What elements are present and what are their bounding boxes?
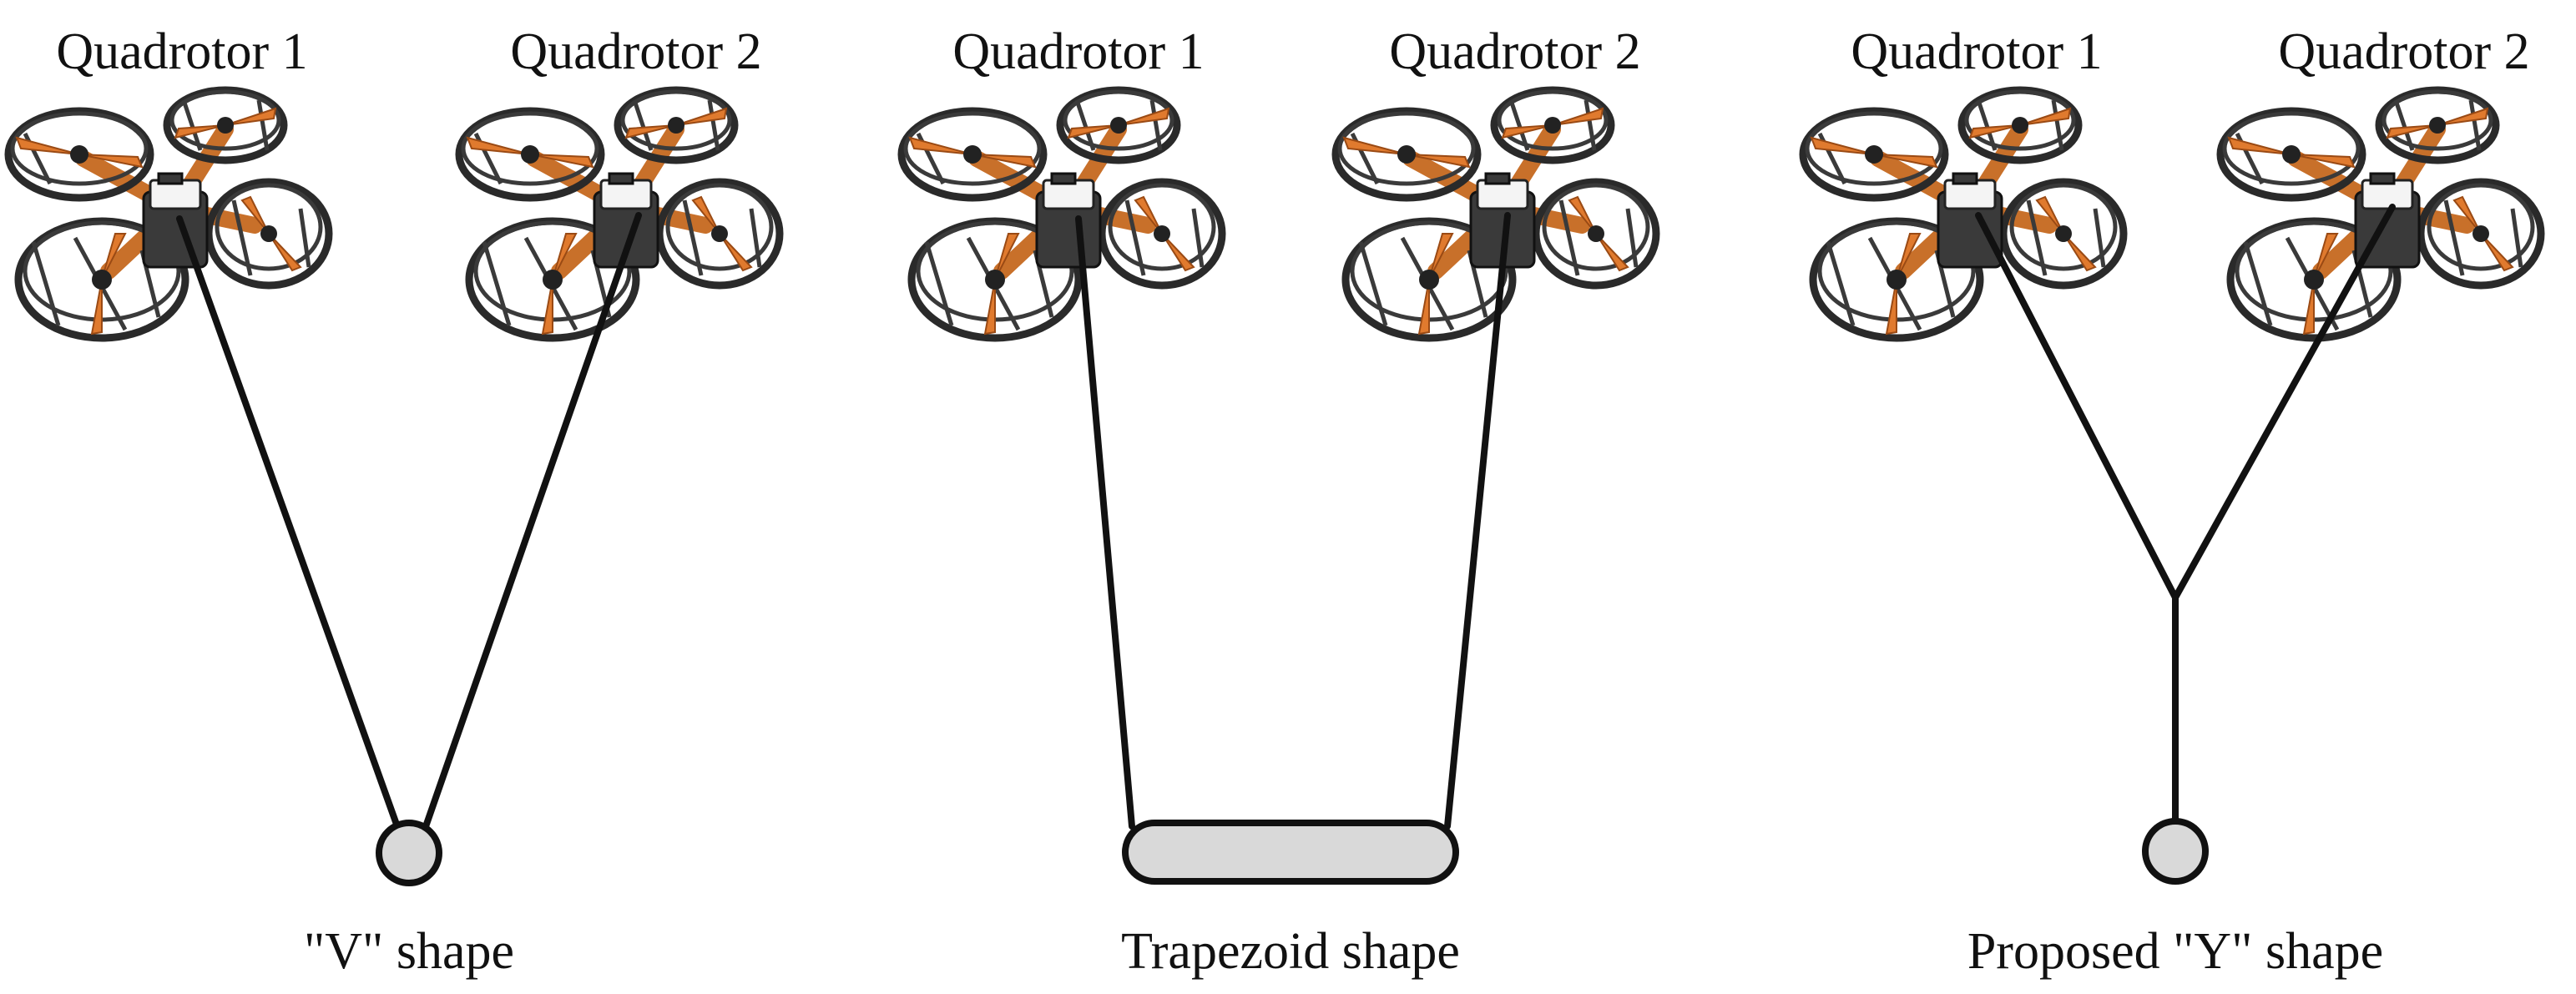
- quadrotor-1-label: Quadrotor 1: [56, 23, 307, 80]
- quadrotor-1-label: Quadrotor 1: [1851, 23, 2102, 80]
- point-mass-payload: [376, 820, 442, 886]
- panel-caption: "V" shape: [304, 923, 514, 980]
- panel-v-shape: Quadrotor 1 Quadrotor 2 "V" shape: [8, 23, 780, 980]
- point-mass-payload: [2142, 818, 2209, 885]
- quadrotor-1-label: Quadrotor 1: [952, 23, 1204, 80]
- cable-2: [2172, 204, 2396, 601]
- quadrotor-1-drone-image: [1803, 90, 2124, 338]
- cable-1: [1975, 212, 2179, 601]
- cable-1: [176, 215, 402, 835]
- rigid-bar-payload: [1122, 820, 1459, 885]
- panel-y-shape: Quadrotor 1 Quadrotor 2 Proposed "Y" sha…: [1803, 23, 2541, 980]
- quadrotor-1-drone-image: [902, 90, 1222, 338]
- cable-2: [1444, 212, 1511, 830]
- quadrotor-2-drone-image: [459, 90, 780, 338]
- panel-caption: Proposed "Y" shape: [1967, 923, 2383, 980]
- quadrotor-2-label: Quadrotor 2: [1389, 23, 1640, 80]
- quadrotor-2-label: Quadrotor 2: [2278, 23, 2529, 80]
- cable-2: [421, 212, 642, 835]
- quadrotor-1-drone-image: [8, 90, 329, 338]
- cable-1: [1075, 215, 1135, 830]
- panel-caption: Trapezoid shape: [1121, 923, 1460, 980]
- quadrotor-2-drone-image: [2220, 90, 2541, 338]
- panel-trapezoid-shape: Quadrotor 1 Quadrotor 2 Trapezoid shape: [902, 23, 1656, 980]
- quadrotor-2-label: Quadrotor 2: [510, 23, 761, 80]
